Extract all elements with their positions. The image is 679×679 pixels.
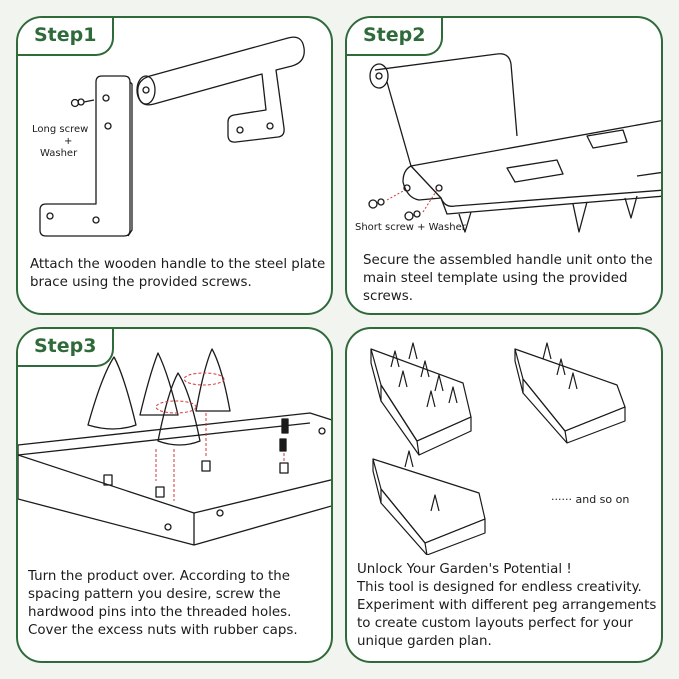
step3-caption: Turn the product over. According to the … (28, 569, 298, 638)
step1-illustration (39, 36, 305, 237)
template-underside (18, 412, 331, 546)
peg-layout-example-3 (372, 450, 486, 555)
and-so-on-label: ······ and so on (551, 493, 630, 506)
washer-label: Washer (40, 148, 78, 159)
step1-panel: Step1 Long screw + Washer Attach the (16, 16, 333, 315)
step1-title: Step1 (18, 18, 115, 56)
threaded-nut-icon (103, 460, 289, 498)
layout-examples-illustration (370, 342, 626, 555)
step2-illustration (368, 53, 661, 233)
plus-label: + (64, 136, 73, 147)
short-screw-label: Short screw + Washer (355, 222, 466, 233)
long-screw-label: Long screw (32, 124, 89, 135)
long-screw-icon (70, 98, 95, 108)
panel4-body: This tool is designed for endless creati… (357, 580, 657, 649)
hardwood-pin-icon (87, 348, 231, 446)
panel4-heading: Unlock Your Garden's Potential ! (357, 562, 572, 577)
peg-layout-example-1 (370, 342, 472, 456)
panel4-caption: Unlock Your Garden's Potential ! This to… (357, 561, 659, 651)
handle-bar (374, 53, 518, 137)
step2-title: Step2 (347, 18, 444, 56)
step1-caption: Attach the wooden handle to the steel pl… (30, 257, 326, 290)
step3-title: Step3 (18, 329, 115, 367)
step3-panel: Step3 (16, 327, 333, 663)
layout-examples-panel: ······ and so on Unlock Your Garden's Po… (345, 327, 663, 663)
step2-panel: Step2 (345, 16, 663, 315)
step3-illustration (18, 348, 331, 546)
short-screw-icon (368, 198, 421, 221)
peg-layout-example-2 (514, 342, 626, 444)
step2-caption: Secure the assembled handle unit onto th… (363, 253, 653, 304)
wooden-handle (137, 36, 305, 143)
rubber-cap-icon (281, 418, 289, 434)
steel-plate-brace (39, 75, 131, 237)
